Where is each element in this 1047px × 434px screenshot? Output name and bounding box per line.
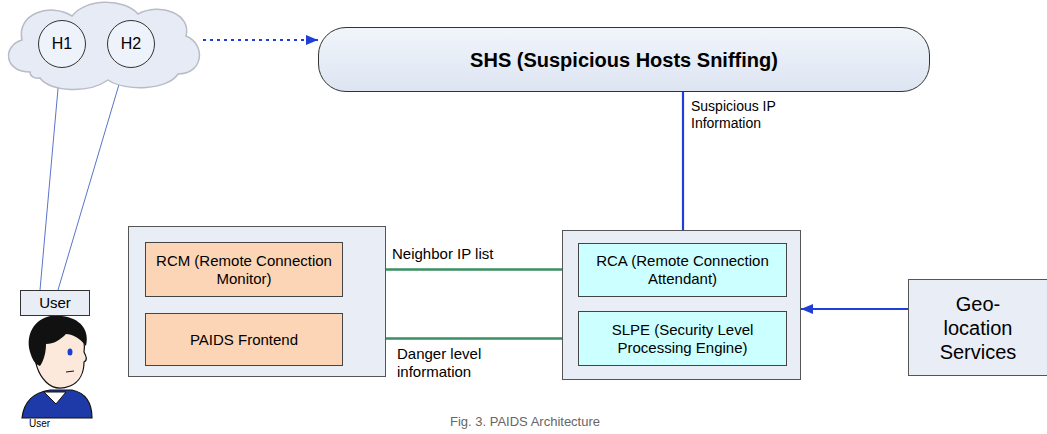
node-text: PAIDS Frontend [190,331,298,349]
module-box: SLPE (Security Level Processing Engine) [578,311,787,366]
figure-caption: Fig. 3. PAIDS Architecture [380,414,670,430]
node-text: RCM (Remote Connection Monitor) [152,252,336,288]
host-circle: H2 [107,20,155,68]
node-text: User [39,294,71,312]
process-box: SHS (Suspicious Hosts Sniffing) [318,27,930,92]
node-text: SLPE (Security Level Processing Engine) [585,321,780,357]
host-cloud: H1 H2 [0,0,205,88]
connector-arrow [203,39,318,41]
cloud-shape [0,0,205,88]
icon-label: User [29,418,50,430]
edge-label: Neighbor IP list [392,245,532,263]
node-text: Geo-location Services [927,292,1029,364]
connector-arrow [58,67,124,290]
client-container: RCM (Remote Connection Monitor) PAIDS Fro… [128,226,386,377]
node-text: SHS (Suspicious Hosts Sniffing) [470,48,778,72]
edge-label: Suspicious IP Information [691,98,801,132]
node-text: H1 [52,34,72,53]
module-box: PAIDS Frontend [145,313,343,366]
user-icon [22,315,92,418]
connector-arrow [801,308,908,310]
node-text: H2 [121,34,141,53]
service-box: Geo-location Services [908,279,1047,376]
user-box: User [20,290,90,316]
module-box: RCA (Remote Connection Attendant) [578,243,787,297]
module-box: RCM (Remote Connection Monitor) [145,242,343,297]
connector-arrow [40,68,60,290]
server-container: RCA (Remote Connection Attendant) SLPE (S… [562,230,801,380]
node-text: RCA (Remote Connection Attendant) [585,252,780,288]
host-circle: H1 [38,20,86,68]
connector-arrow [682,92,684,243]
edge-label: Danger level information [397,345,507,381]
